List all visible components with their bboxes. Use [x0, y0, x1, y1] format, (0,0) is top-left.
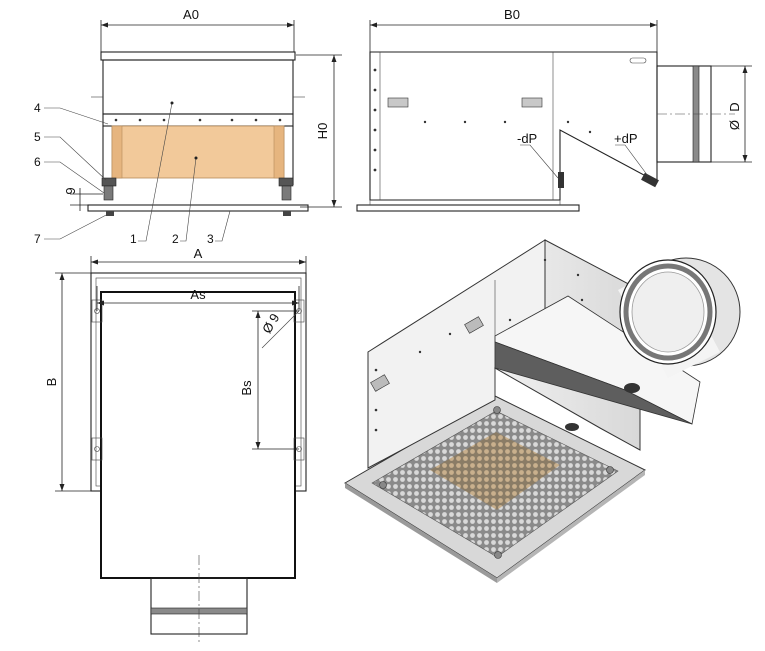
hole-leader [261, 310, 300, 349]
b0-label: B0 [504, 7, 520, 22]
housing-body [102, 59, 294, 115]
arrow-icon [292, 300, 299, 306]
iso-screw-icon [494, 551, 502, 559]
nipple-plus [641, 172, 659, 188]
iso-knob-icon [565, 423, 579, 431]
frame-rail [102, 113, 294, 127]
bracket-left [387, 97, 409, 108]
iso-knob-icon [624, 383, 640, 393]
arrow-icon [287, 22, 294, 28]
clamp-right [278, 177, 294, 201]
leader-minus [520, 144, 559, 179]
arrow-icon [101, 22, 108, 28]
h0-label: H0 [315, 123, 330, 140]
arrow-icon [742, 155, 748, 162]
side-body [369, 51, 658, 201]
iso-screw-icon [493, 406, 501, 414]
iso-duct [618, 257, 741, 378]
filter-edge-left [111, 125, 123, 179]
a-label: A [194, 246, 203, 261]
arrow-icon [91, 259, 98, 265]
arrow-icon [742, 66, 748, 73]
arrow-icon [650, 22, 657, 28]
dim9-label: 9 [63, 187, 78, 194]
isometric-view [344, 239, 741, 583]
iso-screw-icon [379, 481, 387, 489]
iso-filter-visible [430, 432, 560, 510]
d-label: D [727, 102, 742, 111]
callout-7: 7 [34, 232, 41, 246]
arrow-icon [331, 55, 337, 62]
iso-duct-inner [631, 271, 705, 353]
side-view: B0 -dP +dP [356, 7, 752, 212]
filter-edge-right [273, 125, 285, 179]
iso-screw-icon [606, 466, 614, 474]
diameter-symbol: Ø [727, 120, 742, 130]
leader-plus [615, 144, 649, 177]
b-label: B [44, 378, 59, 387]
clamp-left [101, 177, 117, 201]
iso-bracket-top [464, 316, 484, 334]
arrow-icon [331, 200, 337, 207]
callout-4: 4 [34, 101, 41, 115]
arrow-icon [255, 442, 261, 449]
arrow-icon [370, 22, 377, 28]
callout-leaders [44, 101, 231, 242]
as-label: As [190, 287, 206, 302]
arrow-icon [59, 273, 65, 280]
iso-plate-edge-right [497, 470, 645, 583]
minus-dp-label: -dP [517, 131, 537, 146]
callout-5: 5 [34, 130, 41, 144]
housing-top-outline [100, 291, 296, 579]
grille-screw-right [283, 211, 291, 216]
front-view: A0 H0 [34, 7, 342, 246]
iso-plate-edge-left [345, 483, 497, 583]
callout-2: 2 [172, 232, 179, 246]
callout-3: 3 [207, 232, 214, 246]
side-holes [373, 68, 592, 172]
filter-element [111, 125, 285, 179]
bracket-bottom-left [91, 437, 103, 461]
nipple-minus [558, 172, 564, 188]
iso-duct-seal [623, 263, 713, 361]
arrow-icon [59, 484, 65, 491]
a0-label: A0 [183, 7, 199, 22]
iso-bracket-left [370, 374, 390, 392]
side-grille-plate [356, 204, 580, 212]
plus-dp-label: +dP [614, 131, 638, 146]
bracket-right [521, 97, 543, 108]
top-view: A B As Bs Ø [44, 246, 307, 645]
arrow-icon [97, 300, 104, 306]
arrow-icon [299, 259, 306, 265]
grille-screw-left [106, 211, 114, 216]
hole-bottom-left [94, 446, 100, 452]
callout-1: 1 [130, 232, 137, 246]
callout-6: 6 [34, 155, 41, 169]
bs-label: Bs [239, 380, 254, 396]
arrow-icon [255, 311, 261, 318]
side-slot [629, 57, 647, 64]
housing-top-flange [100, 51, 296, 61]
frame-rail-holes [114, 118, 282, 122]
grille-plate [87, 204, 309, 212]
